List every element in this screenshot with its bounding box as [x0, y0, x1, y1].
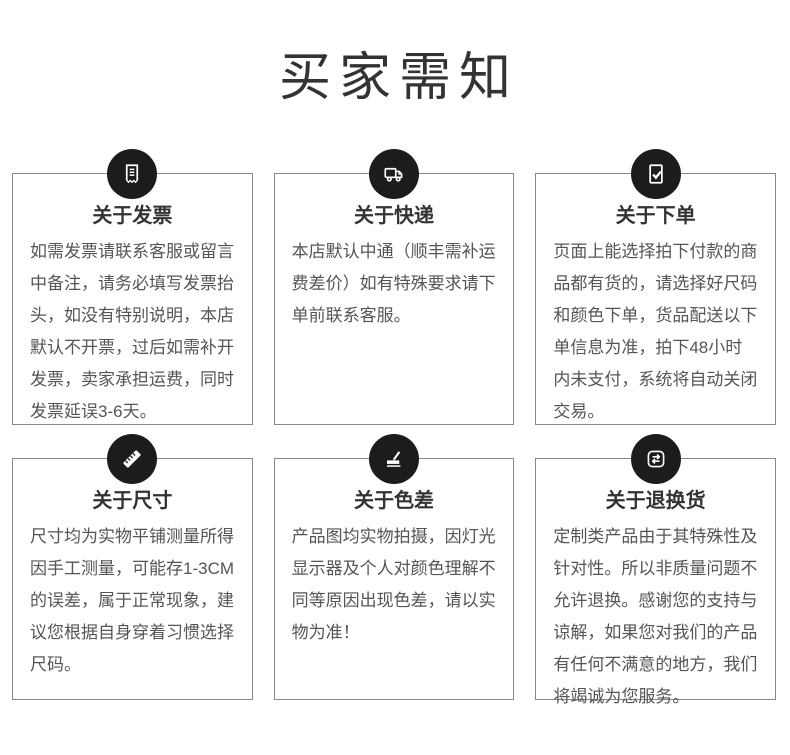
card-ordering: 关于下单 页面上能选择拍下付款的商品都有货的，请选择好尺码和颜色下单，货品配送以…: [535, 149, 776, 425]
card-title-size: 关于尺寸: [92, 490, 173, 512]
card-body-color-difference: 产品图均实物拍摄，因灯光显示器及个人对颜色理解不同等原因出现色差，请以实物为准！: [291, 527, 496, 642]
order-check-icon: [630, 149, 681, 199]
card-body-size: 尺寸均为实物平铺测量所得因手工测量，可能存1-3CM的误差，属于正常现象，建议您…: [30, 527, 235, 674]
card-title-color-difference: 关于色差: [353, 490, 434, 512]
card-title-ordering: 关于下单: [615, 205, 696, 227]
card-body-shipping: 本店默认中通（顺丰需补运费差价）如有特殊要求请下单前联系客服。: [291, 242, 496, 325]
pen-swatch-icon: [368, 434, 419, 484]
card-title-invoice: 关于发票: [92, 205, 173, 227]
card-body-returns: 定制类产品由于其特殊性及针对性。所以非质量问题不允许退换。感谢您的支持与谅解，如…: [553, 527, 758, 706]
card-color-difference: 关于色差 产品图均实物拍摄，因灯光显示器及个人对颜色理解不同等原因出现色差，请以…: [273, 434, 515, 700]
exchange-arrows-icon: [630, 434, 681, 484]
card-body-invoice: 如需发票请联系客服或留言中备注，请务必填写发票抬头，如没有特别说明，本店默认不开…: [30, 242, 234, 421]
card-returns: 关于退换货 定制类产品由于其特殊性及针对性。所以非质量问题不允许退换。感谢您的支…: [535, 434, 776, 706]
card-invoice: 关于发票 如需发票请联系客服或留言中备注，请务必填写发票抬头，如没有特别说明，本…: [12, 149, 253, 425]
truck-icon: [368, 149, 419, 199]
card-title-returns: 关于退换货: [605, 490, 706, 512]
card-size: 关于尺寸 尺寸均为实物平铺测量所得因手工测量，可能存1-3CM的误差，属于正常现…: [12, 434, 253, 700]
ruler-icon: [107, 434, 158, 484]
card-body-ordering: 页面上能选择拍下付款的商品都有货的，请选择好尺码和颜色下单，货品配送以下单信息为…: [553, 242, 758, 421]
receipt-icon: [107, 149, 158, 199]
card-shipping: 关于快递 本店默认中通（顺丰需补运费差价）如有特殊要求请下单前联系客服。: [273, 149, 515, 425]
page-title: 买家需知: [278, 49, 519, 107]
card-title-shipping: 关于快递: [353, 205, 434, 227]
notice-card-grid: 关于发票 如需发票请联系客服或留言中备注，请务必填写发票抬头，如没有特别说明，本…: [0, 149, 790, 706]
